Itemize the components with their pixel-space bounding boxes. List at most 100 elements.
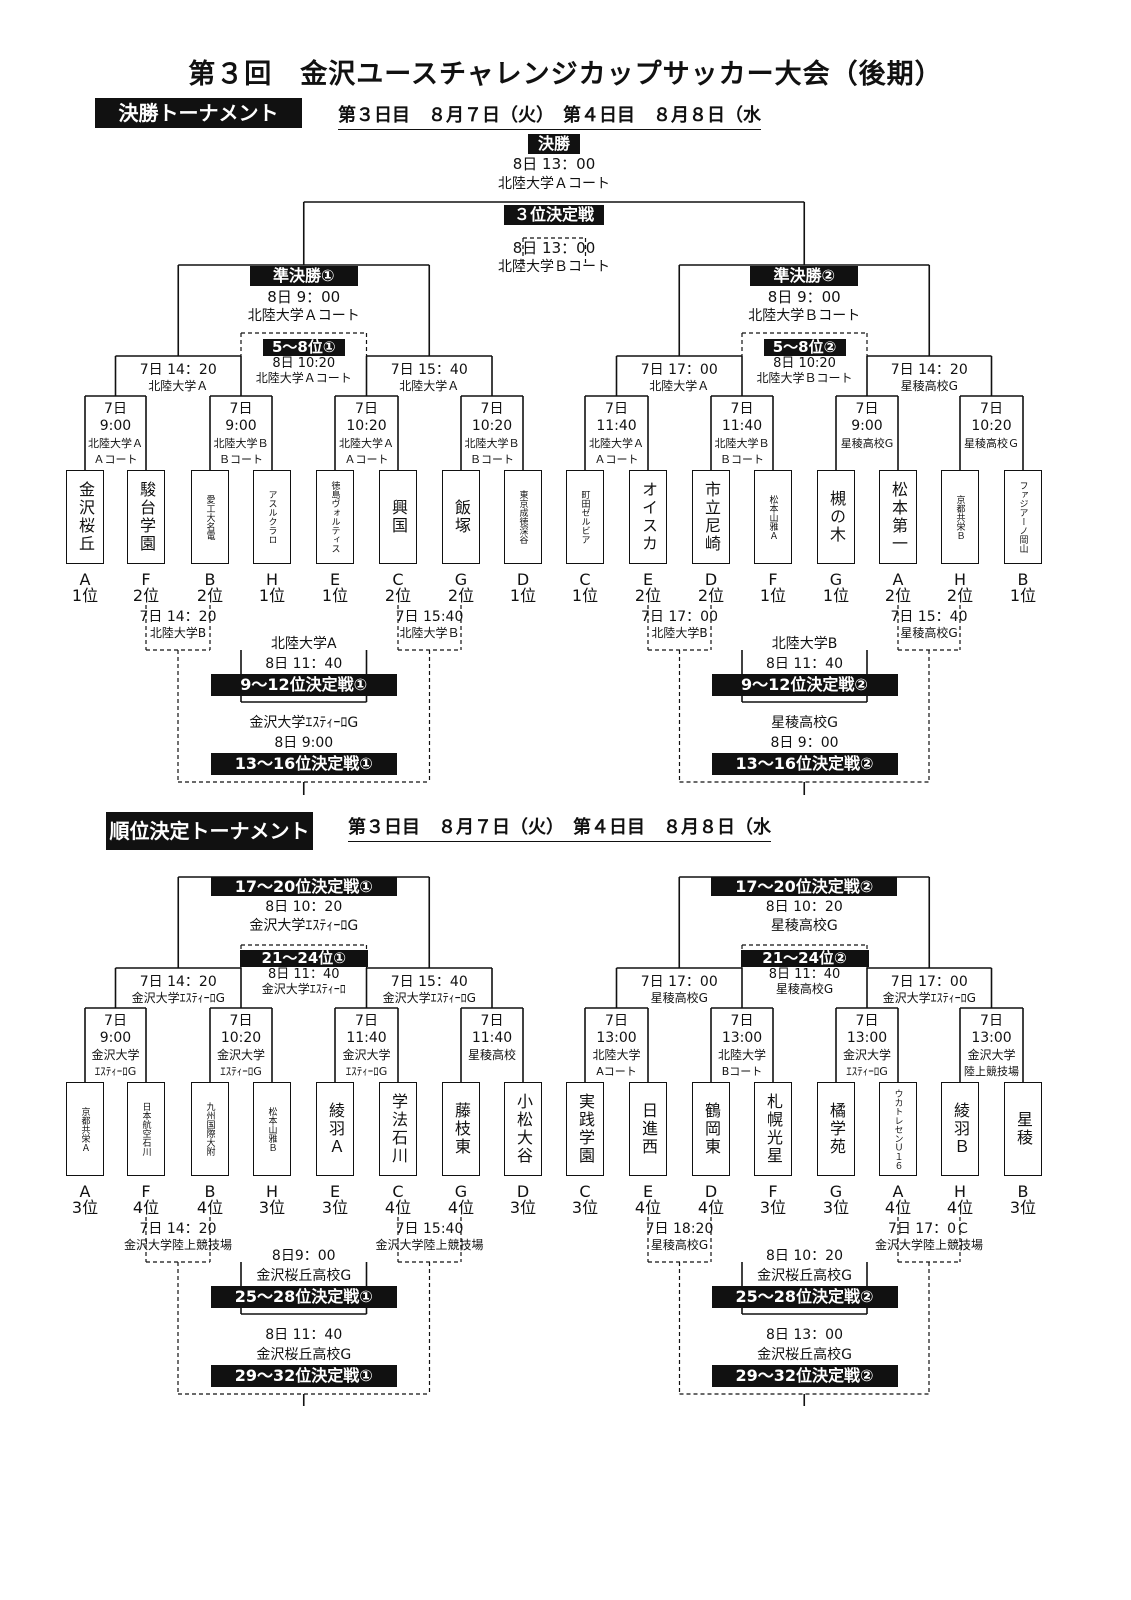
thirteenth-sixteenth-label: 13～16位決定戦① [210, 753, 397, 775]
group-rank: 1位 [822, 586, 850, 605]
team-box: 松本山雅Ａ [754, 470, 792, 564]
group-rank: 3位 [1009, 1198, 1037, 1217]
team-box: 綾羽Ａ [316, 1082, 354, 1176]
placement-qf-time: 7日 14：20 [139, 974, 217, 990]
placement-r1-venue: 北陸大学 [717, 1048, 767, 1062]
third-place-venue: 北陸大学Ｂコート [498, 259, 610, 275]
group-letter: A [79, 570, 91, 589]
group-rank: 4位 [447, 1198, 475, 1217]
placement-r1-court: 陸上競技場 [964, 1065, 1019, 1078]
placement-r1-court: ｴｽﾃｨｰﾛG [846, 1065, 888, 1078]
placement-r1-court: Aコート [596, 1065, 637, 1078]
semifinal-label: 準決勝② [750, 266, 859, 286]
group-rank: 4位 [884, 1198, 912, 1217]
team-name: 星稜 [1014, 1111, 1033, 1147]
placement-qf-time: 7日 15：40 [390, 974, 468, 990]
twentyfifth-twentyeighth-time: 8日 10：20 [766, 1248, 843, 1264]
team-name: 実践学園 [576, 1093, 595, 1165]
seventeenth-twentieth-venue: 星稜高校G [770, 918, 838, 934]
team-name: 京都共栄Ａ [79, 1106, 90, 1152]
team-box: 日本航空石川 [127, 1082, 165, 1176]
team-box: 綾羽Ｂ [941, 1082, 979, 1176]
placement-qf-time: 7日 17：00 [640, 974, 718, 990]
round1-time: 10:20 [471, 418, 513, 434]
group-rank: 1位 [1009, 586, 1037, 605]
group-letter: D [516, 570, 530, 589]
team-name: 日進西 [639, 1102, 658, 1156]
placement-r1-court: ｴｽﾃｨｰﾛG [345, 1065, 388, 1078]
twentyninth-thirtysecond-label: 29～32位決定戦① [210, 1365, 397, 1387]
team-name: 橘学苑 [827, 1102, 846, 1156]
team-name: 松本第一 [889, 481, 908, 553]
team-box: 町田ゼルビア [566, 470, 604, 564]
team-name: ファジアーノ岡山 [1017, 481, 1028, 553]
twentyfirst-twentyfourth-venue: 星稜高校G [775, 982, 834, 996]
group-letter: F [768, 570, 778, 589]
placement-r1-time: 13:00 [721, 1030, 763, 1046]
group-letter: G [829, 1182, 843, 1201]
placement-r1-day: 7日 [855, 1013, 879, 1029]
group-rank: 4位 [634, 1198, 662, 1217]
placement-r1-court: ｴｽﾃｨｰﾛG [94, 1065, 137, 1078]
group-letter: D [516, 1182, 530, 1201]
placement-consolation-time: 7日 18:20 [645, 1221, 714, 1237]
team-box: 駿台学園 [127, 470, 165, 564]
group-letter: A [892, 570, 904, 589]
group-letter: F [141, 1182, 151, 1201]
group-rank: 2位 [384, 586, 412, 605]
group-letter: H [953, 1182, 967, 1201]
round1-time: 11:40 [596, 418, 637, 434]
round1-venue: 北陸大学Ａ [589, 437, 644, 450]
third-place-label: ３位決定戦 [503, 205, 605, 225]
final-match-label: 決勝 [527, 134, 581, 154]
consolation-venue: 北陸大学B [651, 626, 708, 640]
quarterfinal-venue: 北陸大学Ａ [399, 379, 460, 393]
round1-court: Ａコート [93, 453, 138, 466]
placement-r1-time: 13:00 [596, 1030, 637, 1046]
group-letter: H [953, 570, 967, 589]
semifinal-label: 準決勝① [249, 266, 358, 286]
ninth-twelfth-time: 8日 11：40 [766, 656, 843, 672]
team-name: 学法石川 [389, 1093, 408, 1165]
team-name: 松本山雅Ｂ [266, 1106, 277, 1152]
round1-venue: 北陸大学Ａ [88, 437, 143, 450]
ninth-twelfth-venue: 北陸大学A [270, 636, 337, 652]
twentyfifth-twentyeighth-time: 8日9：00 [271, 1248, 336, 1264]
team-box: アスルクラロ [253, 470, 291, 564]
thirteenth-sixteenth-time: 8日 9:00 [274, 735, 334, 751]
placement-qf-venue: 金沢大学ｴｽﾃｨｰﾛG [131, 991, 225, 1005]
team-name: 九州国際大附 [204, 1102, 215, 1156]
fifth-eighth-venue: 北陸大学Ｂコート [756, 371, 853, 385]
round1-day: 7日 [605, 401, 628, 417]
thirteenth-sixteenth-time: 8日 9：00 [770, 735, 839, 751]
group-rank: 3位 [258, 1198, 286, 1217]
team-box: 小松大谷 [504, 1082, 542, 1176]
consolation-time: 7日 17：00 [641, 609, 718, 625]
group-letter: E [329, 570, 341, 589]
group-rank: 4位 [384, 1198, 412, 1217]
placement-r1-court: Bコート [721, 1065, 763, 1078]
team-box: 愛工大名電 [191, 470, 229, 564]
twentyninth-thirtysecond-venue: 金沢桜丘高校G [757, 1347, 852, 1363]
round1-day: 7日 [855, 401, 879, 417]
round1-court: Ｂコート [470, 453, 514, 466]
team-name: 金沢桜丘 [76, 481, 95, 553]
team-box: 藤枝東 [442, 1082, 480, 1176]
placement-r1-venue: 北陸大学 [592, 1048, 641, 1062]
round1-court: Ａコート [594, 453, 639, 466]
group-rank: 4位 [697, 1198, 725, 1217]
ninth-twelfth-label: 9～12位決定戦② [711, 674, 898, 696]
team-name: 京都共栄Ｂ [954, 494, 965, 540]
group-rank: 4位 [132, 1198, 160, 1217]
team-box: ウカトレセンＵ１６ [879, 1082, 917, 1176]
twentyfirst-twentyfourth-label: 21～24位② [740, 950, 869, 967]
round1-time: 9:00 [225, 418, 257, 434]
placement-qf-venue: 金沢大学ｴｽﾃｨｰﾛG [382, 991, 476, 1005]
placement-r1-court: ｴｽﾃｨｰﾛG [220, 1065, 262, 1078]
placement-qf-time: 7日 17：00 [890, 974, 968, 990]
group-letter: D [704, 570, 718, 589]
round1-court: Ａコート [344, 453, 389, 466]
placement-consolation-venue: 金沢大学陸上競技場 [375, 1238, 484, 1252]
group-rank: 2位 [946, 586, 974, 605]
